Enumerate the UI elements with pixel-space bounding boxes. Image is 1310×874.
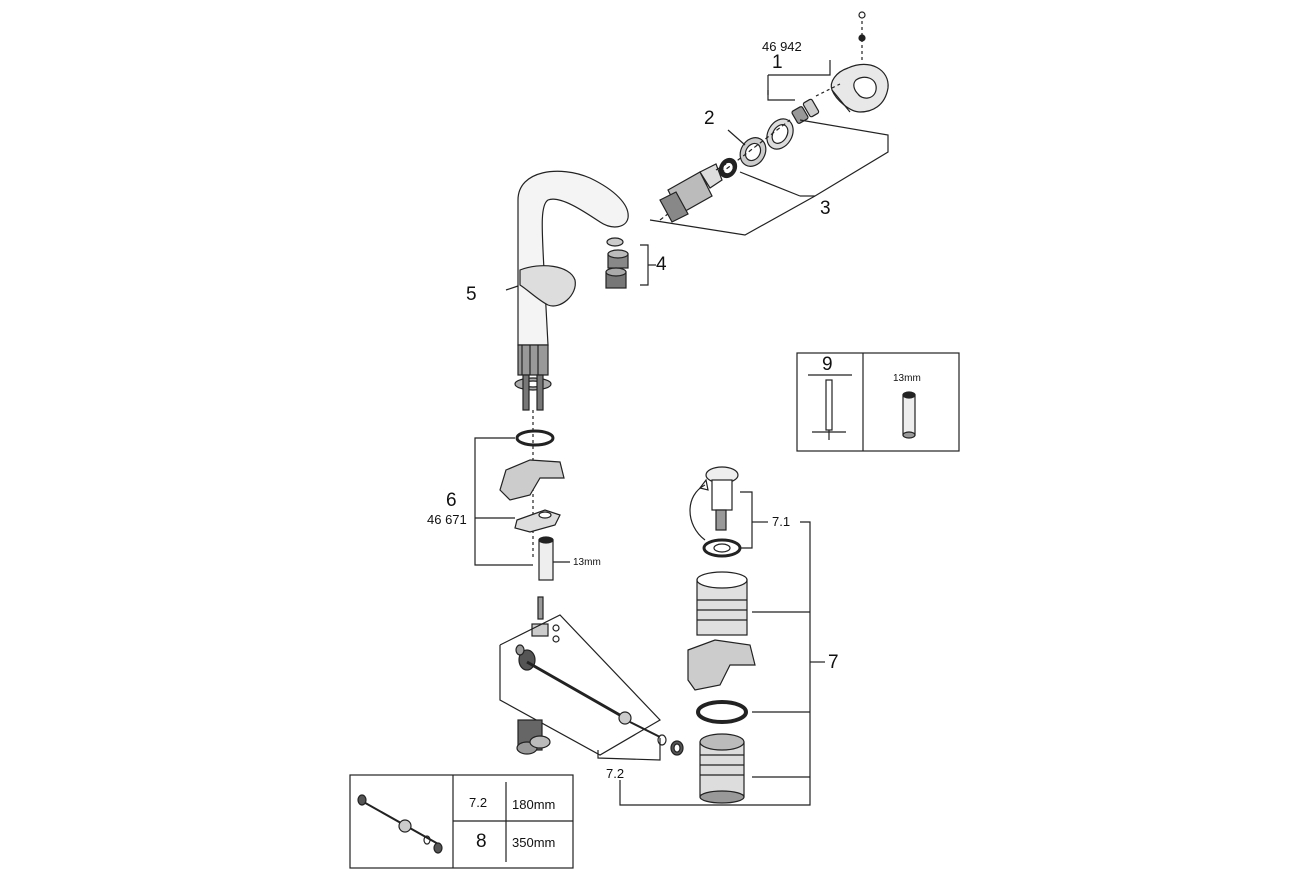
tool-box-frame xyxy=(796,352,960,452)
lever-handle xyxy=(791,11,889,124)
callout-7: 7 xyxy=(828,652,839,673)
callout-3: 3 xyxy=(820,198,831,219)
callout-4: 4 xyxy=(656,254,667,275)
callout-7-1: 7.1 xyxy=(772,514,791,529)
tool-box-size: 13mm xyxy=(893,373,921,384)
rod-table-part-0: 7.2 xyxy=(469,795,488,810)
callout-code-1: 46 942 xyxy=(762,39,802,54)
aerator xyxy=(605,237,656,289)
leader-lines-3 xyxy=(649,119,889,236)
rod-table-length-1: 350mm xyxy=(512,835,556,850)
leader-lines-1 xyxy=(767,60,831,101)
seal-rings xyxy=(659,118,794,221)
callout-6: 6 xyxy=(446,490,457,511)
callout-5: 5 xyxy=(466,284,477,305)
callout-wrench-6: 13mm xyxy=(573,557,601,568)
callout-code-6: 46 671 xyxy=(427,512,467,527)
popup-rod-assembly xyxy=(499,596,684,761)
faucet-body xyxy=(505,170,629,376)
mounting-kit xyxy=(474,429,570,581)
supply-hoses xyxy=(514,374,552,560)
pop-up-drain xyxy=(687,466,756,804)
callout-1: 1 xyxy=(772,52,783,73)
rod-table-part-1: 8 xyxy=(476,831,487,852)
rod-table-frame xyxy=(349,774,574,869)
callout-7-2: 7.2 xyxy=(606,766,625,781)
rod-table-length-0: 180mm xyxy=(512,797,556,812)
leader-lines-7 xyxy=(619,491,825,806)
tool-box-number: 9 xyxy=(822,354,833,375)
callout-2: 2 xyxy=(704,108,715,129)
cartridge xyxy=(659,163,727,223)
